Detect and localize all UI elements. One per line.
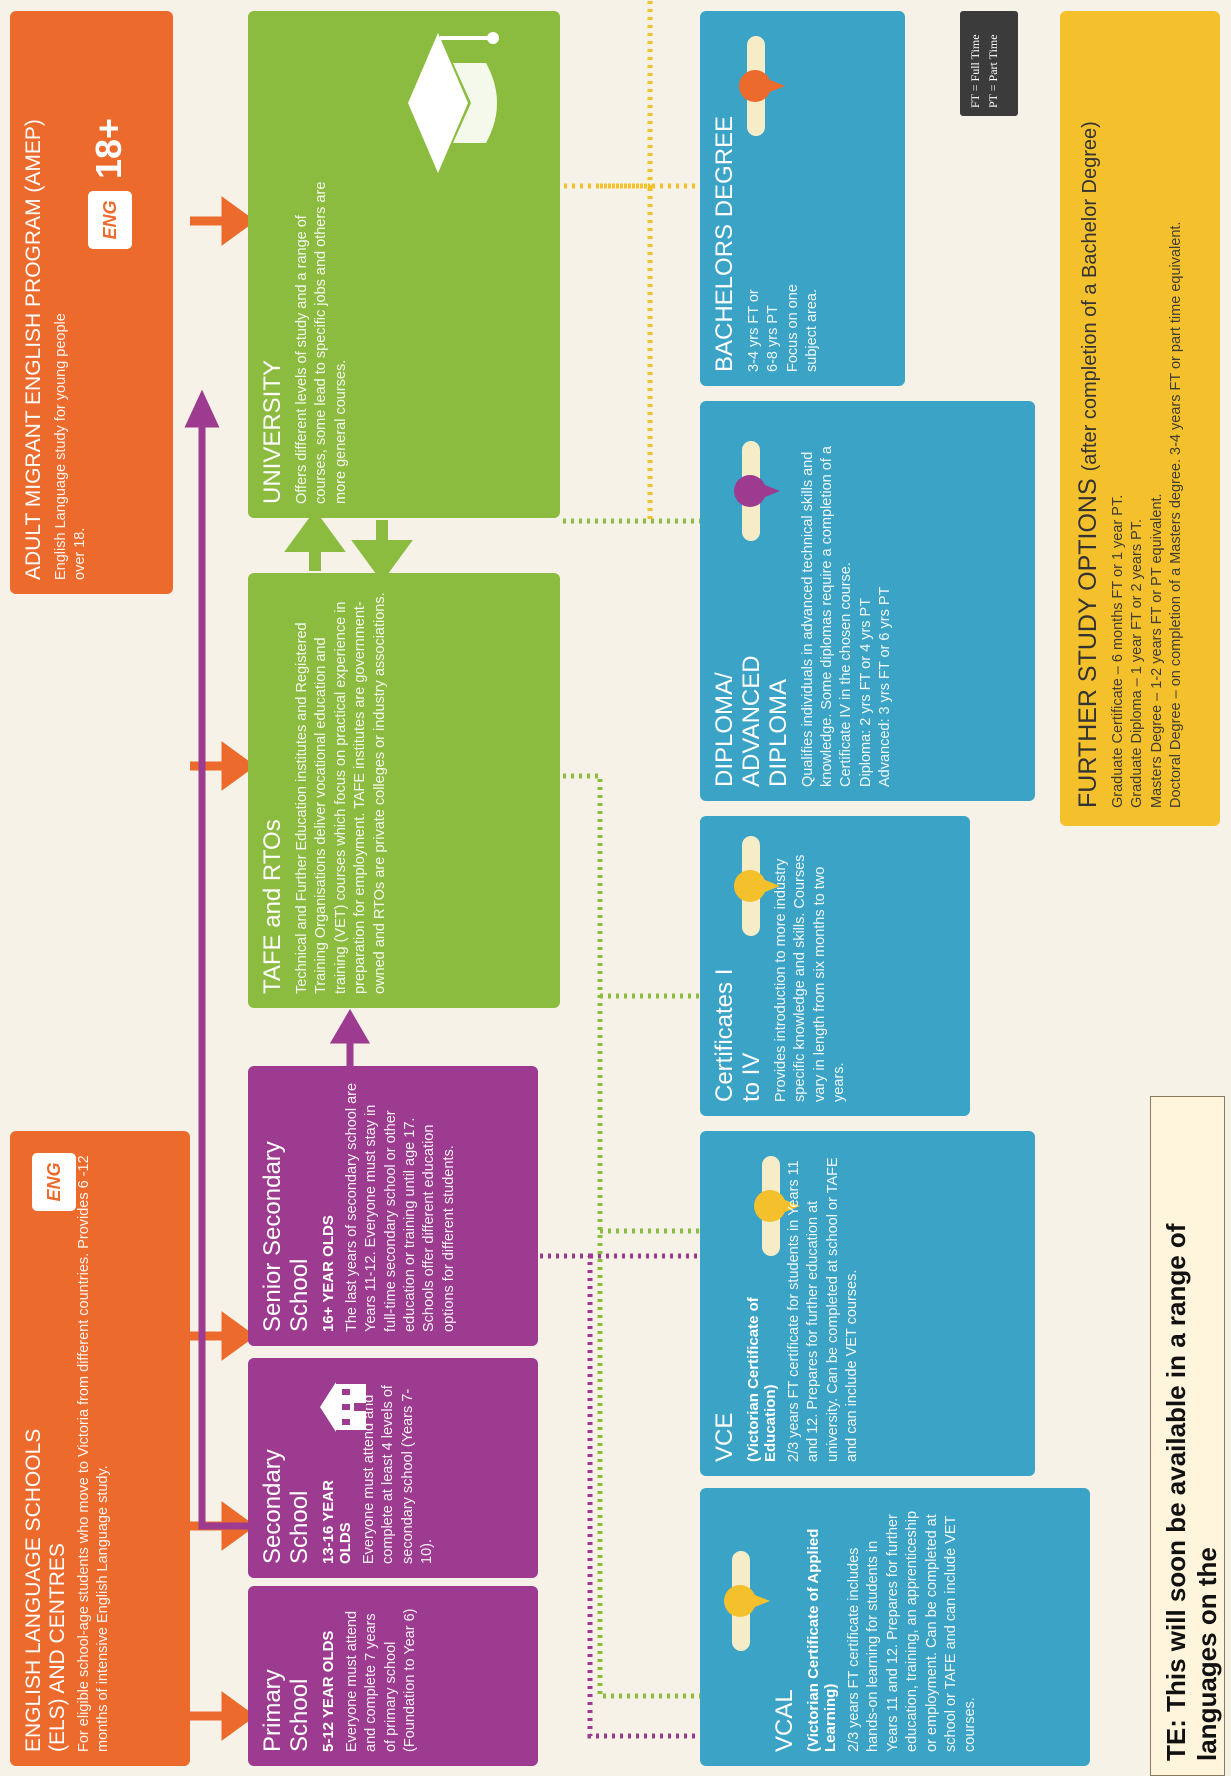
diploma-line1: Diploma: 2 yrs FT or 4 yrs PT xyxy=(857,597,874,787)
vcal-title: VCAL xyxy=(771,1689,798,1752)
primary-text: Everyone must attend and complete 7 year… xyxy=(343,1608,419,1753)
ribbon-certificate-icon xyxy=(734,836,780,936)
further-item: Masters Degree – 1-2 years FT or PT equi… xyxy=(1148,493,1165,808)
diploma-title: DIPLOMA/ ADVANCED DIPLOMA xyxy=(711,655,792,787)
secondary-school-box: Secondary School 13-16 YEAR OLDS Everyon… xyxy=(248,1358,538,1578)
language-note: TE: This will soon be available in a ran… xyxy=(1150,1096,1225,1776)
bachelors-line3: Focus on one subject area. xyxy=(784,284,821,372)
tafe-box: TAFE and RTOs Technical and Further Educ… xyxy=(248,573,560,1008)
senior-title: Senior Secondary School xyxy=(259,1141,313,1332)
vce-text: 2/3 years FT certificate for students in… xyxy=(785,1157,861,1462)
secondary-age: 13-16 YEAR OLDS xyxy=(319,1480,354,1564)
certificates-text: Provides introduction to more industry s… xyxy=(772,854,848,1102)
further-item: Graduate Diploma – 1 year FT or 2 years … xyxy=(1129,518,1146,808)
els-text: For eligible school-age students who mov… xyxy=(76,1155,112,1752)
diploma-box: DIPLOMA/ ADVANCED DIPLOMA Qualifies indi… xyxy=(700,401,1035,801)
bachelors-line2: 6-8 yrs PT xyxy=(765,305,782,372)
amep-title: ADULT MIGRANT ENGLISH PROGRAM (AMEP) xyxy=(22,119,45,580)
amep-age: 18+ xyxy=(88,117,129,179)
vcal-box: VCAL (Victorian Certificate of Applied L… xyxy=(700,1488,1090,1766)
secondary-text: Everyone must attend and complete at lea… xyxy=(360,1385,436,1564)
vce-subtitle: (Victorian Certificate of Education) xyxy=(744,1297,779,1462)
further-title: FURTHER STUDY OPTIONS xyxy=(1074,478,1102,808)
vce-title: VCE xyxy=(711,1412,738,1462)
primary-age: 5-12 YEAR OLDS xyxy=(319,1630,337,1752)
els-title: ENGLISH LANGUAGE SCHOOLS (ELS) AND CENTR… xyxy=(22,1428,69,1752)
senior-secondary-box: Senior Secondary School 16+ YEAR OLDS Th… xyxy=(248,1066,538,1346)
primary-title: Primary School xyxy=(259,1669,313,1752)
secondary-title: Secondary School xyxy=(259,1449,313,1564)
green-arrows xyxy=(284,509,413,583)
legend-pt: PT = Part Time xyxy=(986,34,1000,108)
further-item: Graduate Certificate – 6 months FT or 1 … xyxy=(1110,494,1126,808)
ribbon-certificate-icon xyxy=(724,1551,770,1651)
els-box: ENGLISH LANGUAGE SCHOOLS (ELS) AND CENTR… xyxy=(10,1131,190,1766)
ft-pt-legend: FT = Full Time PT = Part Time xyxy=(960,11,1018,116)
school-building-icon xyxy=(320,1382,366,1432)
diploma-text: Qualifies individuals in advanced techni… xyxy=(799,446,855,787)
vce-box: VCE (Victorian Certificate of Education)… xyxy=(700,1131,1035,1476)
graduation-cap-icon xyxy=(408,32,499,173)
university-box: UNIVERSITY Offers different levels of st… xyxy=(248,11,560,518)
university-title: UNIVERSITY xyxy=(259,359,286,504)
amep-text: English Language study for young people … xyxy=(52,313,88,580)
primary-school-box: Primary School 5-12 YEAR OLDS Everyone m… xyxy=(248,1586,538,1766)
tafe-text: Technical and Further Education institut… xyxy=(293,592,388,994)
note-text: TE: This will soon be available in a ran… xyxy=(1161,1223,1222,1761)
vcal-text: 2/3 years FT certificate includes hands-… xyxy=(845,1510,979,1752)
diploma-line2: Advanced: 3 yrs FT or 6 yrs PT xyxy=(877,586,894,787)
further-item: Doctoral Degree – on completion of a Mas… xyxy=(1168,221,1185,808)
certificates-box: Certificates I to IV Provides introducti… xyxy=(700,816,970,1116)
further-heading: FURTHER STUDY OPTIONS (after completion … xyxy=(1074,29,1103,808)
further-title-suffix: (after completion of a Bachelor Degree) xyxy=(1079,121,1101,472)
senior-text: The last years of secondary school are Y… xyxy=(343,1082,457,1332)
ribbon-certificate-icon xyxy=(754,1156,800,1256)
vcal-subtitle: (Victorian Certificate of Applied Learni… xyxy=(804,1528,839,1752)
ribbon-certificate-icon xyxy=(734,441,780,541)
ribbon-certificate-icon xyxy=(739,36,785,136)
further-study-box: FURTHER STUDY OPTIONS (after completion … xyxy=(1060,11,1220,826)
amep-box: ADULT MIGRANT ENGLISH PROGRAM (AMEP) Eng… xyxy=(10,11,173,594)
bachelors-box: BACHELORS DEGREE 3-4 yrs FT or 6-8 yrs P… xyxy=(700,11,905,386)
tafe-title: TAFE and RTOs xyxy=(259,819,286,994)
els-eng-badge: ENG xyxy=(32,1153,76,1211)
university-text: Offers different levels of study and a r… xyxy=(293,181,349,504)
legend-ft: FT = Full Time xyxy=(968,34,982,108)
certificates-title: Certificates I to IV xyxy=(711,968,765,1102)
bachelors-line1: 3-4 yrs FT or xyxy=(745,289,762,372)
senior-age: 16+ YEAR OLDS xyxy=(319,1215,337,1332)
amep-eng-badge: ENG xyxy=(88,191,132,249)
